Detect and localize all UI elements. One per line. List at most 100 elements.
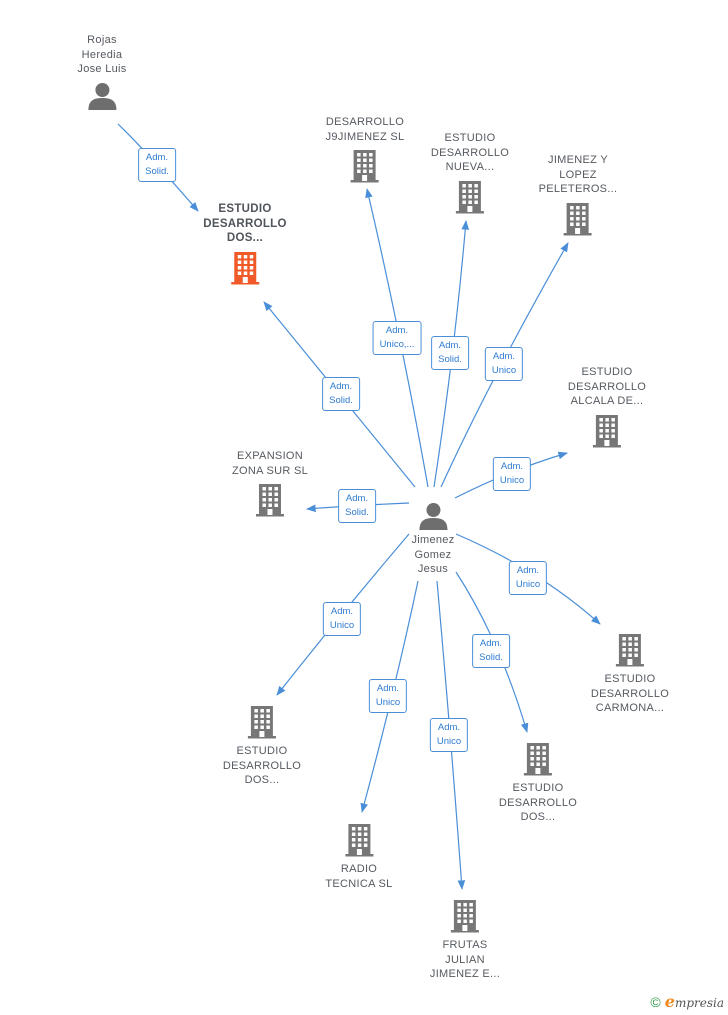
node-label-line: DOS... — [520, 811, 556, 823]
building-icon[interactable] — [523, 742, 553, 776]
brand-logo[interactable]: empresia — [665, 992, 724, 1011]
node-label-line: FRUTAS — [442, 939, 488, 951]
node-focus[interactable]: ESTUDIO DESARROLLO DOS... — [203, 202, 287, 285]
node-expansion[interactable]: EXPANSION ZONA SUR SL — [232, 449, 308, 517]
edge-label-line: Adm. — [479, 638, 503, 649]
node-label-line: DOS... — [244, 774, 280, 786]
brand-name: mpresia — [674, 996, 724, 1010]
node-label-line: EXPANSION — [236, 450, 304, 462]
edge-label-line: Adm. — [385, 325, 409, 336]
edge-label-frutas[interactable]: Adm. Unico — [429, 718, 469, 752]
node-carmona[interactable]: ESTUDIO DESARROLLO CARMONA... — [591, 633, 669, 716]
edge-label-line: Adm. — [376, 683, 400, 694]
node-label-line: CARMONA... — [595, 702, 665, 714]
node-label-line: LOPEZ — [559, 168, 597, 181]
node-label-line: DESARROLLO — [590, 687, 670, 700]
node-label-line: Gomez — [414, 548, 452, 561]
node-label-line: DESARROLLO — [222, 759, 302, 772]
node-label-line: ALCALA DE... — [570, 395, 644, 407]
edge-label-line: Solid. — [479, 652, 503, 663]
edge-label-line: Adm. — [516, 565, 540, 576]
node-label-line: ESTUDIO — [444, 132, 496, 144]
edge-label-radio[interactable]: Adm.Unico — [368, 679, 408, 713]
edge-label-alcala[interactable]: Adm. Unico — [492, 457, 532, 491]
edge-label-expansion[interactable]: Adm. Solid. — [338, 489, 376, 523]
node-label-line: ESTUDIO — [218, 203, 272, 215]
node-label-line: RADIO — [340, 863, 378, 875]
edge-label-carmona[interactable]: Adm. Unico — [508, 561, 548, 595]
edge-label-line: Adm. — [329, 381, 353, 392]
building-icon[interactable] — [350, 149, 380, 183]
building-icon[interactable] — [255, 483, 285, 517]
building-icon[interactable] — [230, 251, 260, 285]
building-icon[interactable] — [592, 414, 622, 448]
node-label-line: ESTUDIO — [512, 782, 564, 794]
edge-label-line: Adm. — [438, 340, 462, 351]
person-icon[interactable] — [87, 81, 117, 111]
person-icon[interactable] — [418, 501, 448, 531]
node-label[interactable]: DESARROLLO J9JIMENEZ SL — [326, 115, 405, 144]
building-icon[interactable] — [344, 823, 374, 857]
node-label-line: JIMENEZ Y — [548, 154, 608, 166]
building-icon[interactable] — [247, 705, 277, 739]
edge-label-line: Unico — [329, 620, 355, 631]
node-label-line: DOS... — [226, 232, 264, 244]
node-label-line: Jose Luis — [77, 63, 127, 75]
edge-label-line: Solid. — [145, 166, 169, 177]
edge-label-line: Unico,... — [379, 339, 415, 350]
edge-label-focus[interactable]: Adm.Solid. — [138, 148, 176, 182]
node-label[interactable]: RADIO TECNICA SL — [325, 862, 392, 891]
node-radio[interactable]: RADIO TECNICA SL — [325, 823, 392, 891]
node-label-line: DESARROLLO — [203, 217, 287, 230]
edge-label-peleteros[interactable]: Adm.Unico — [484, 347, 524, 381]
node-label-line: NUEVA... — [445, 161, 495, 173]
edge-label-line: Adm. — [500, 461, 524, 472]
edge-label-dos_right[interactable]: Adm. Solid. — [472, 634, 510, 668]
node-j9[interactable]: DESARROLLO J9JIMENEZ SL — [326, 115, 405, 183]
node-label[interactable]: EXPANSION ZONA SUR SL — [232, 449, 308, 478]
node-label-line: DESARROLLO — [325, 116, 405, 128]
edge-label-nueva[interactable]: Adm.Solid. — [431, 336, 469, 370]
brand-initial: e — [664, 992, 675, 1011]
building-icon[interactable] — [615, 633, 645, 667]
edge-label-line: Unico — [515, 579, 541, 590]
building-icon[interactable] — [455, 180, 485, 214]
edge-label-line: Adm. — [345, 493, 369, 504]
node-label-line: ESTUDIO — [581, 366, 633, 378]
edge-label-line: Unico — [499, 475, 525, 486]
node-label-line: Heredia — [81, 48, 123, 61]
node-label[interactable]: ESTUDIO DESARROLLO CARMONA... — [591, 672, 669, 716]
copyright-icon: © — [650, 993, 661, 1010]
edge-label-dos_left[interactable]: Adm.Unico — [322, 602, 362, 636]
node-label-line: ESTUDIO — [604, 673, 656, 685]
node-label-line: J9JIMENEZ SL — [325, 130, 405, 143]
footer: © empresia — [650, 992, 724, 1011]
edge-label-line: Solid. — [345, 507, 369, 518]
building-icon[interactable] — [563, 202, 593, 236]
edge-label-line: Unico — [436, 736, 462, 747]
edge-label-focus[interactable]: Adm.Solid. — [322, 377, 360, 411]
edge-label-j9[interactable]: Adm. Unico,... — [372, 321, 422, 355]
node-label-line: Rojas — [87, 34, 117, 46]
node-label[interactable]: ESTUDIO DESARROLLO DOS... — [203, 202, 287, 246]
node-label-line: TECNICA SL — [325, 877, 393, 890]
node-label-line: ZONA SUR SL — [231, 464, 309, 477]
edge-label-line: Adm. — [437, 722, 461, 733]
building-icon[interactable] — [450, 899, 480, 933]
